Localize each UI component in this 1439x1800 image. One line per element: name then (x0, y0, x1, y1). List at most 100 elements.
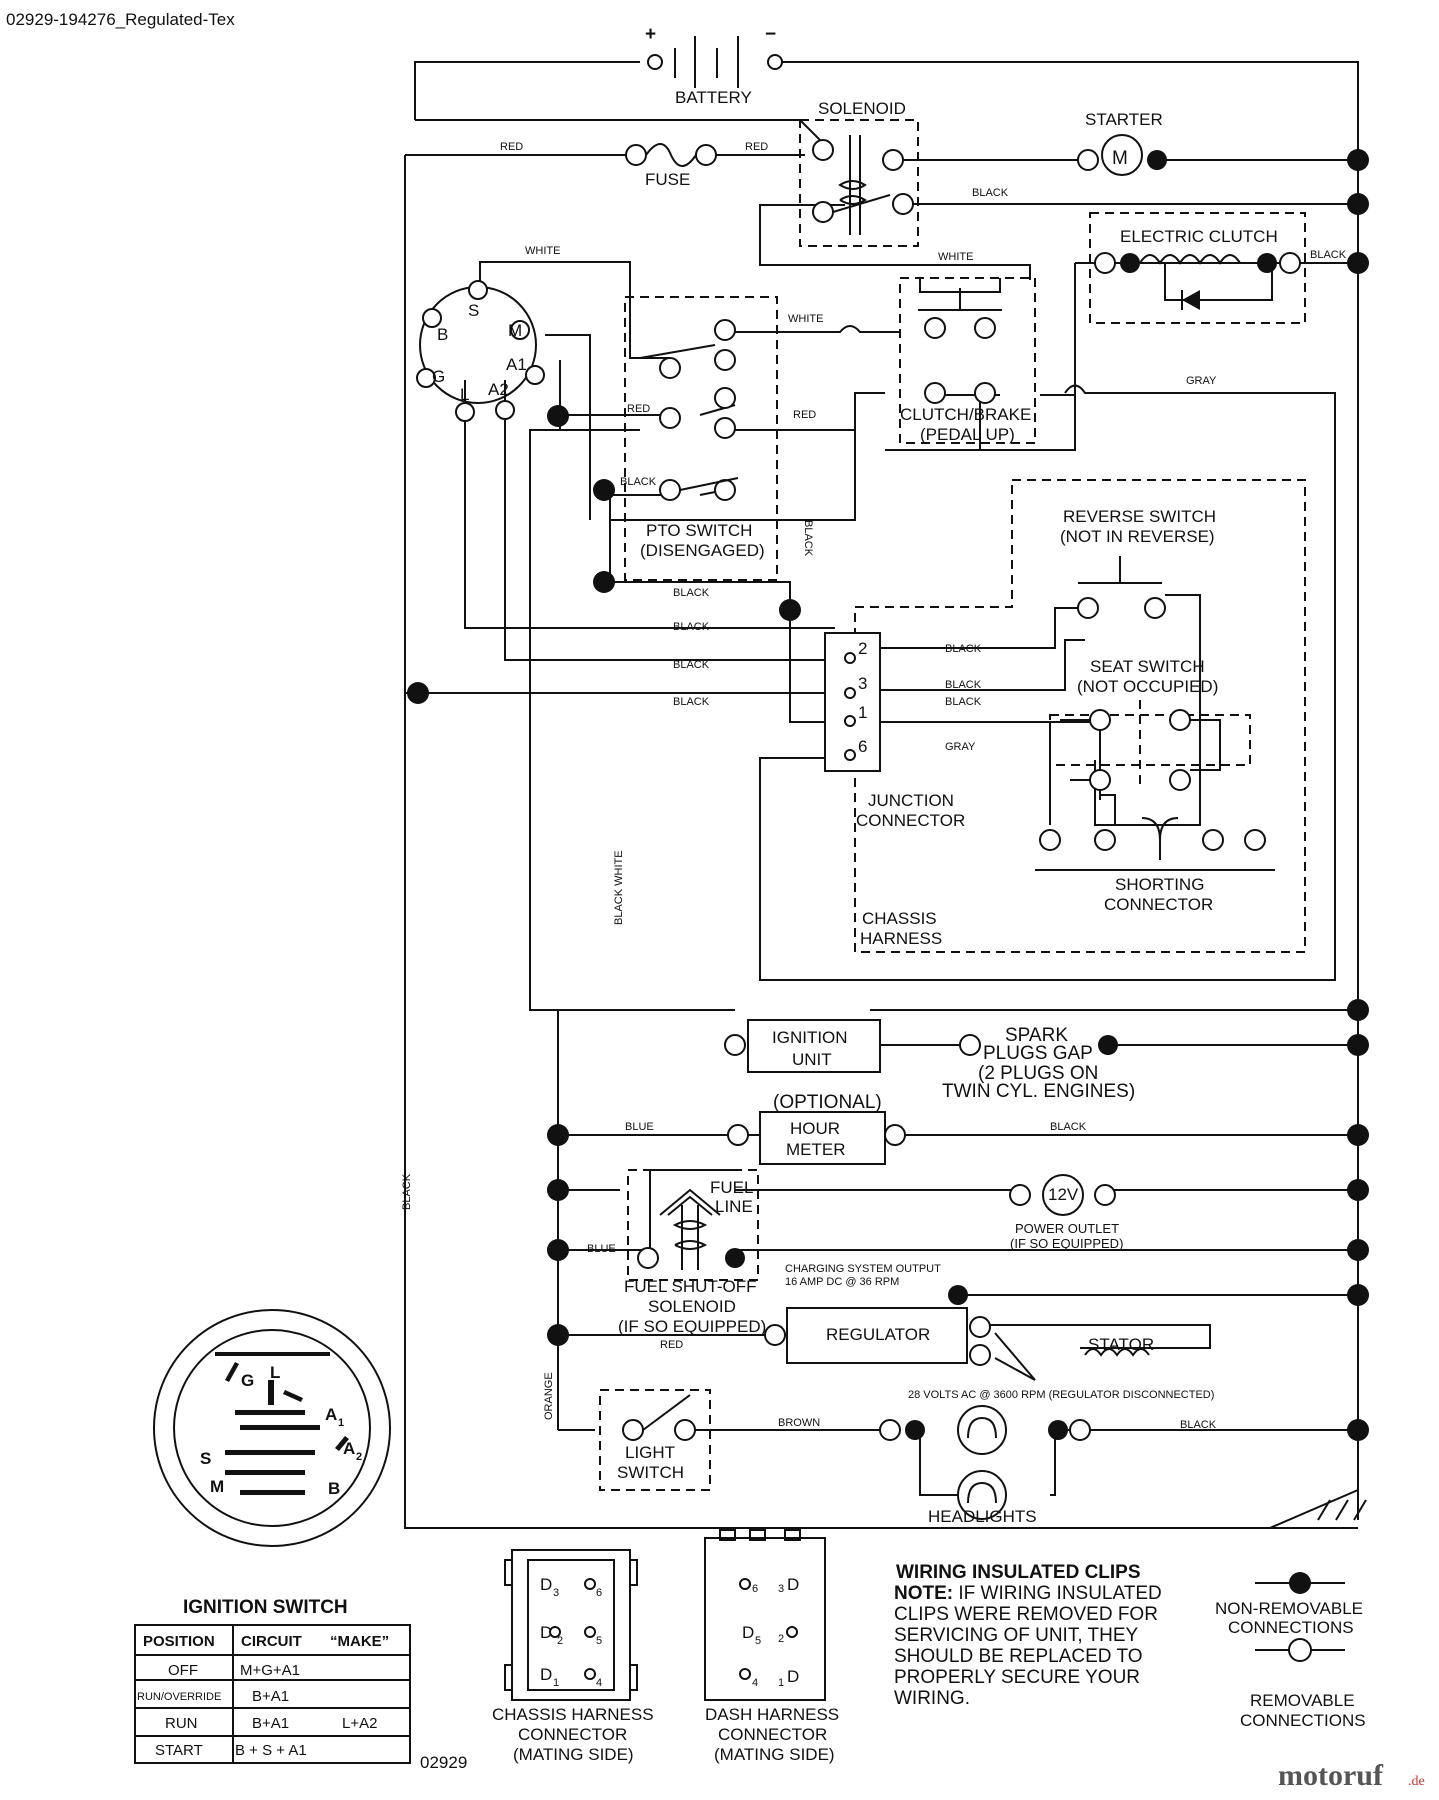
wire-gray-label: GRAY (1186, 375, 1217, 387)
dash-pin-4: 4 (752, 1677, 758, 1689)
chassis-connector-label-2: CONNECTOR (518, 1725, 627, 1744)
junction-pin-2: 2 (858, 639, 867, 658)
terminal-a1: A1 (506, 355, 527, 374)
wire-white-label: WHITE (938, 251, 973, 263)
wire-black-label: BLACK (673, 696, 710, 708)
ignition-switch-terminals: S B M A1 G L A2 (416, 280, 545, 422)
reverse-switch-label: REVERSE SWITCH (1063, 507, 1216, 526)
hour-meter: (OPTIONAL) HOUR METER (727, 1092, 906, 1165)
fuel-line-label-2: LINE (715, 1197, 753, 1216)
pto-switch: PTO SWITCH (DISENGAGED) (640, 319, 765, 560)
fuse: FUSE (625, 143, 717, 189)
row-run-circuit: B+A1 (252, 1715, 289, 1732)
wire-black-label: BLACK (673, 587, 710, 599)
col-position: POSITION (143, 1633, 215, 1650)
wire-black-label-vertical: BLACK (401, 1173, 413, 1210)
wire-red-label: RED (500, 141, 523, 153)
terminal-s: S (468, 301, 479, 320)
clutch-brake-label: CLUTCH/BRAKE (900, 405, 1031, 424)
chassis-pin-d1-num: 1 (553, 1677, 559, 1689)
ignition-switch-title: IGNITION SWITCH (183, 1597, 348, 1618)
power-outlet-label: POWER OUTLET (1015, 1221, 1119, 1236)
col-make: “MAKE” (330, 1633, 389, 1650)
junction-connector: 2 3 1 6 JUNCTION CONNECTOR CHASSIS HARNE… (824, 632, 965, 948)
battery-plus: + (645, 24, 656, 45)
splice-dots (407, 149, 1369, 1441)
ignition-table: POSITION CIRCUIT “MAKE” OFF M+G+A1 RUN/O… (134, 1624, 467, 1772)
wire-black-label: BLACK (1310, 249, 1347, 261)
wire-white-label: WHITE (525, 245, 560, 257)
legend-non-removable: NON-REMOVABLE (1215, 1599, 1363, 1618)
row-off-position: OFF (168, 1662, 198, 1679)
note-lead: NOTE: (894, 1583, 953, 1604)
headlights-label: HEADLIGHTS (928, 1507, 1037, 1526)
junction-label: JUNCTION (868, 791, 954, 810)
wire-gray-label: GRAY (945, 741, 976, 753)
face-a2: A (343, 1439, 355, 1458)
chassis-pin-d3-num: 3 (553, 1587, 559, 1599)
fuel-solenoid: FUEL LINE FUEL SHUT-OFF SOLENOID (IF SO … (618, 1178, 766, 1336)
dash-connector-label-3: (MATING SIDE) (714, 1745, 835, 1764)
chassis-pin-d3: D (540, 1575, 552, 1594)
face-l: L (270, 1363, 280, 1382)
wire-red-label: RED (660, 1339, 683, 1351)
face-a1-sub: 1 (338, 1417, 344, 1429)
dashed-boxes (599, 119, 1306, 1491)
chassis-pin-d6-num: 6 (596, 1587, 602, 1599)
wire-red-label: RED (745, 141, 768, 153)
shorting-label-2: CONNECTOR (1104, 895, 1213, 914)
terminal-l: L (460, 385, 469, 404)
row-run-position: RUN (165, 1715, 198, 1732)
dash-connector-label-2: CONNECTOR (718, 1725, 827, 1744)
spark-gap-label: PLUGS GAP (983, 1043, 1093, 1064)
headlights: HEADLIGHTS (879, 1405, 1091, 1526)
dash-pin-d3: D (787, 1575, 799, 1594)
dash-connector-label: DASH HARNESS (705, 1705, 839, 1724)
ignition-unit: IGNITION UNIT SPARK PLUGS GAP (2 PLUGS O… (724, 1019, 1135, 1102)
wire-blue-label: BLUE (625, 1121, 654, 1133)
dash-pin-5: 5 (755, 1635, 761, 1647)
seat-switch-state: (NOT OCCUPIED) (1077, 677, 1218, 696)
fuel-sol-label-2: SOLENOID (648, 1297, 736, 1316)
dash-pin-3: 3 (778, 1583, 784, 1595)
wire-white-label: WHITE (788, 313, 823, 325)
wire-orange-label: ORANGE (543, 1372, 555, 1420)
junction-label-2: CONNECTOR (856, 811, 965, 830)
regulator-label: REGULATOR (826, 1325, 930, 1344)
wire-black-label: BLACK (673, 621, 710, 633)
note-line-6: WIRING. (894, 1688, 970, 1709)
shorting-label: SHORTING (1115, 875, 1204, 894)
wire-black-label: BLACK (620, 476, 657, 488)
fuse-label: FUSE (645, 170, 690, 189)
light-switch-label-2: SWITCH (617, 1463, 684, 1482)
starter-m: M (1112, 148, 1128, 169)
wiring-note: WIRING INSULATED CLIPS NOTE: IF WIRING I… (894, 1562, 1162, 1709)
stator-voltage: 28 VOLTS AC @ 3600 RPM (REGULATOR DISCON… (908, 1389, 1214, 1401)
face-a2-sub: 2 (356, 1451, 362, 1463)
power-outlet: 12V POWER OUTLET (IF SO EQUIPPED) (1009, 1174, 1123, 1251)
wire-black-label: BLACK (972, 187, 1009, 199)
starter: STARTER M (1077, 110, 1167, 176)
pto-switch-state: (DISENGAGED) (640, 541, 765, 560)
watermark: motoruf .de (1278, 1759, 1425, 1792)
watermark-suffix: .de (1408, 1774, 1425, 1789)
spark-plugs-label: (2 PLUGS ON (978, 1063, 1098, 1084)
legend-non-removable-2: CONNECTIONS (1228, 1618, 1354, 1637)
face-a1: A (325, 1405, 337, 1424)
battery-minus: − (765, 24, 776, 45)
battery-label: BATTERY (675, 88, 752, 107)
charging-rating: 16 AMP DC @ 36 RPM (785, 1276, 899, 1288)
note-title: WIRING INSULATED CLIPS (896, 1562, 1141, 1583)
face-b: B (328, 1479, 340, 1498)
note-line-4: SHOULD BE REPLACED TO (894, 1646, 1142, 1667)
electric-clutch: ELECTRIC CLUTCH (1094, 227, 1301, 310)
removable-dot-icon (1288, 1638, 1312, 1662)
power-outlet-label-2: (IF SO EQUIPPED) (1010, 1236, 1123, 1251)
seat-switch: SEAT SWITCH (NOT OCCUPIED) SHORTING CONN… (1035, 657, 1275, 914)
dash-pin-2: 2 (778, 1633, 784, 1645)
wire-black-label: BLACK (945, 643, 982, 655)
chassis-pin-d2-num: 2 (557, 1635, 563, 1647)
row-off-circuit: M+G+A1 (240, 1662, 300, 1679)
row-run-make: L+A2 (342, 1715, 377, 1732)
battery: + − BATTERY (645, 24, 783, 107)
